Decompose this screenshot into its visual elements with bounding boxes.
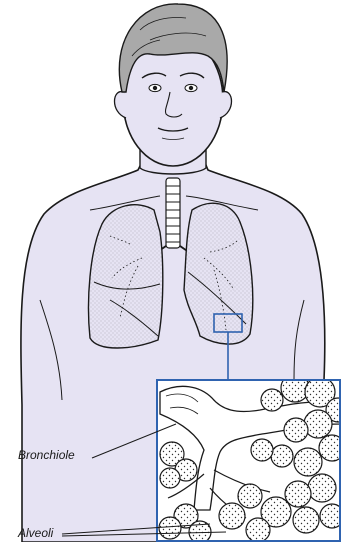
alveoli-label: Alveoli bbox=[18, 526, 53, 540]
bronchiole-label: Bronchiole bbox=[18, 448, 75, 462]
alveoli-inset bbox=[157, 374, 341, 542]
